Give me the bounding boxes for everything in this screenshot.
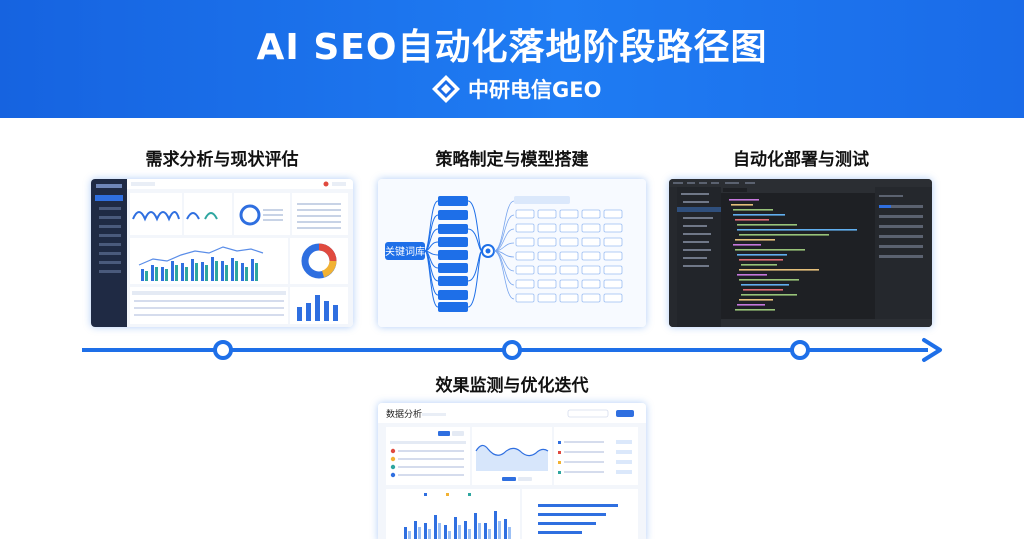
analytics-title: 数据分析: [386, 408, 422, 420]
stage-4-title: 效果监测与优化迭代: [435, 376, 589, 396]
code-editor-screenshot: [669, 179, 932, 327]
page-title: AI SEO自动化落地阶段路径图: [256, 27, 768, 68]
brand: 中研电信GEO: [430, 72, 601, 106]
stage-3-title: 自动化部署与测试: [733, 150, 869, 170]
milestone-3: [790, 340, 810, 360]
stage-2-title: 策略制定与模型搭建: [435, 150, 589, 170]
keyword-mindmap: 关键词库: [378, 179, 646, 327]
analytics-screenshot: 数据分析: [378, 403, 646, 539]
mindmap-root: 关键词库: [385, 245, 425, 258]
brand-name: 中研电信GEO: [468, 78, 602, 102]
stage-1-title: 需求分析与现状评估: [145, 150, 299, 170]
header-banner: AI SEO自动化落地阶段路径图 中研电信GEO: [0, 0, 1024, 118]
dashboard-screenshot: [91, 179, 353, 327]
milestone-2: [502, 340, 522, 360]
brand-logo-icon: [432, 75, 460, 103]
milestone-1: [213, 340, 233, 360]
timeline-arrow-icon: [82, 338, 942, 362]
